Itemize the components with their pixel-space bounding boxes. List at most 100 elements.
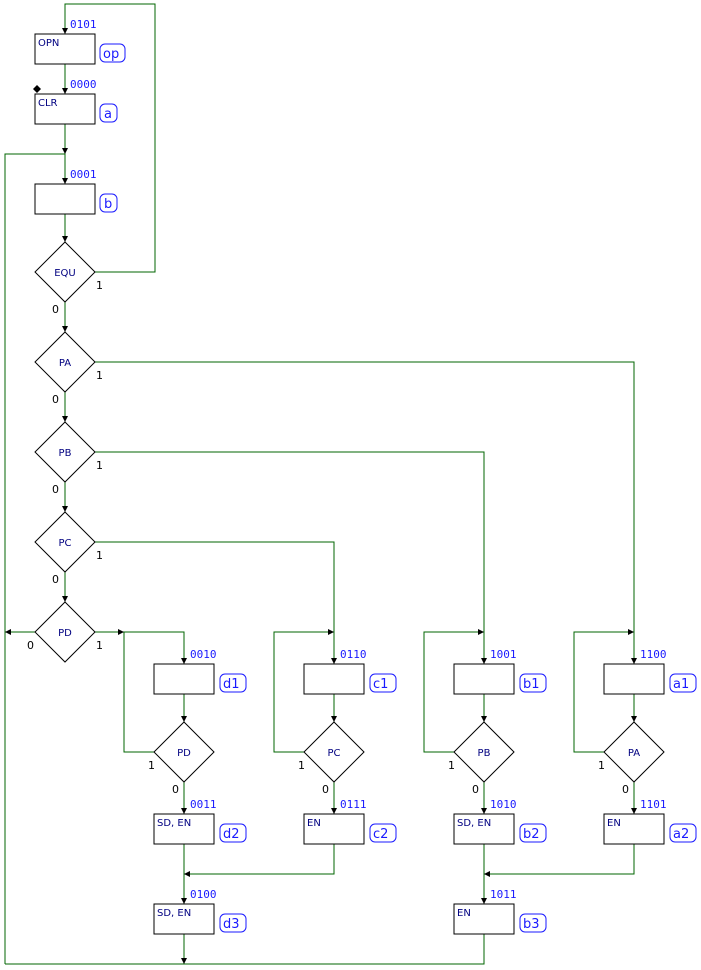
state-box <box>34 183 96 215</box>
decision-condition: PA <box>59 358 71 369</box>
decision-diamond <box>153 721 215 783</box>
arrow-head <box>631 808 637 814</box>
state-code: 1100 <box>640 648 667 661</box>
state-action: EN <box>607 818 621 829</box>
decision-diamond <box>34 331 96 393</box>
arrow-head <box>118 629 124 635</box>
state-action: SD, EN <box>157 818 191 829</box>
state-action: CLR <box>38 98 58 109</box>
decision-equ: EQU 1 0 <box>34 241 103 316</box>
decision-false-label: 0 <box>52 483 59 496</box>
decision-diamond <box>453 721 515 783</box>
state-tag: d3 <box>223 917 240 932</box>
decision-pb-column-b: PB 1 0 <box>448 721 515 796</box>
arrow-head <box>62 178 68 184</box>
state-box <box>453 813 515 845</box>
decision-condition: PC <box>58 538 71 549</box>
state-tag: d1 <box>223 677 240 692</box>
decision-diamond <box>603 721 665 783</box>
arrow-head <box>328 629 334 635</box>
decision-true-label: 1 <box>96 279 103 292</box>
state-a1: 1100 a1 <box>603 648 697 695</box>
state-action: EN <box>457 908 471 919</box>
arrow-head <box>62 596 68 602</box>
decision-false-label: 0 <box>52 393 59 406</box>
arrow-head <box>331 658 337 664</box>
state-code: 1101 <box>640 798 667 811</box>
state-tag-frame <box>99 43 126 63</box>
decision-true-label: 1 <box>96 459 103 472</box>
decision-condition: PA <box>628 748 640 759</box>
decision-pd: PD 1 0 <box>27 601 103 663</box>
decision-condition: PD <box>58 628 72 639</box>
decision-true-label: 1 <box>148 759 155 772</box>
wire-c2-to-d3 <box>184 844 335 875</box>
state-b1: 1001 b1 <box>453 648 547 695</box>
state-code: 0011 <box>190 798 217 811</box>
state-tag: c1 <box>373 677 388 692</box>
decision-true-label: 1 <box>96 549 103 562</box>
state-c1: 0110 c1 <box>303 648 397 695</box>
state-code: 0001 <box>70 168 97 181</box>
state-tag: a1 <box>673 677 689 692</box>
arrow-head <box>181 716 187 722</box>
arrowheads <box>5 28 637 964</box>
decision-diamond <box>34 601 96 663</box>
state-b2: SD, EN 1010 b2 <box>453 798 547 845</box>
arrow-head <box>181 898 187 904</box>
arrow-head <box>184 871 190 877</box>
decision-false-label: 0 <box>172 783 179 796</box>
wire-d3-to-return <box>5 934 185 965</box>
state-b3: EN 1011 b3 <box>453 888 547 935</box>
wire-equ-true-to-op <box>64 3 156 273</box>
state-tag-frame <box>219 673 247 693</box>
state-box <box>153 903 215 935</box>
arrow-head <box>331 716 337 722</box>
state-box <box>453 903 515 935</box>
decision-false-label: 0 <box>52 573 59 586</box>
arrow-head <box>481 808 487 814</box>
state-code: 0100 <box>190 888 217 901</box>
state-box <box>34 93 96 125</box>
decision-false-label: 0 <box>472 783 479 796</box>
state-box <box>153 663 215 695</box>
state-code: 0000 <box>70 78 97 91</box>
wire-pb2-true-loop <box>423 631 484 753</box>
state-tag: a2 <box>673 827 689 842</box>
initial-state-marker <box>33 85 41 93</box>
decision-false-label: 0 <box>27 639 34 652</box>
arrow-head <box>484 871 490 877</box>
state-d1: 0010 d1 <box>153 648 247 695</box>
decision-pc-column-c: PC 1 0 <box>298 721 365 796</box>
state-action: OPN <box>38 38 59 49</box>
state-tag: a <box>104 107 112 122</box>
state-tag-frame <box>369 823 397 843</box>
state-tag-frame <box>669 823 697 843</box>
state-a2: EN 1101 a2 <box>603 798 697 845</box>
state-op: OPN 0101 op <box>34 18 126 65</box>
state-tag-frame <box>369 673 397 693</box>
decision-false-label: 0 <box>322 783 329 796</box>
state-d2: SD, EN 0011 d2 <box>153 798 247 845</box>
wire-pb-true-to-b1 <box>95 451 485 664</box>
state-box <box>303 663 365 695</box>
state-code: 0110 <box>340 648 367 661</box>
state-tag-frame <box>219 823 247 843</box>
arrow-head <box>181 808 187 814</box>
state-code: 0010 <box>190 648 217 661</box>
arrow-head <box>62 148 68 154</box>
arrow-head <box>62 88 68 94</box>
decision-condition: PD <box>177 748 191 759</box>
state-tag: b2 <box>523 827 540 842</box>
state-box <box>303 813 365 845</box>
state-tag: b <box>104 197 112 212</box>
decision-pb: PB 1 0 <box>34 421 103 496</box>
state-tag-frame <box>219 913 247 933</box>
state-tag-frame <box>519 673 547 693</box>
state-box <box>34 33 96 65</box>
decision-condition: EQU <box>54 268 76 279</box>
decision-true-label: 1 <box>96 639 103 652</box>
arrow-head <box>331 808 337 814</box>
wire-pc2-true-loop <box>273 631 334 753</box>
decision-true-label: 1 <box>598 759 605 772</box>
